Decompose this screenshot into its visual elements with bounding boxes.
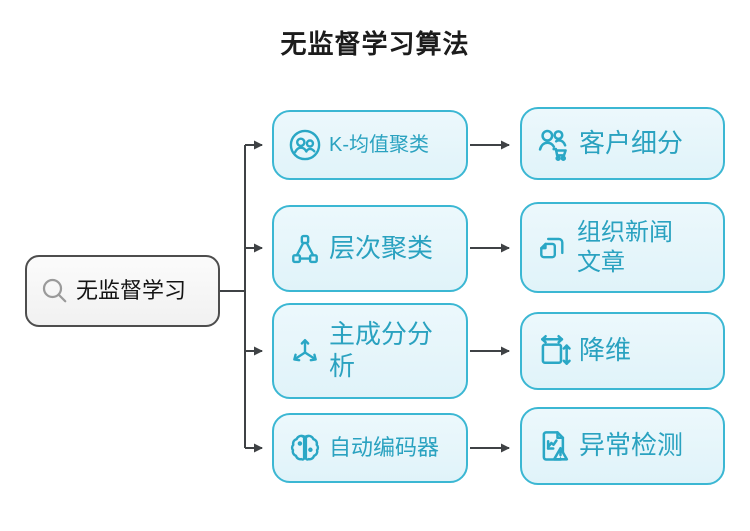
node-label: 无监督学习 [76,277,187,303]
node-hierarchical-clustering: 层次聚类 [272,205,468,292]
brain-circuit-icon [290,434,320,461]
node-root-unsupervised-learning: 无监督学习 [25,255,220,327]
node-label: 主成分分析 [329,319,434,381]
diagram-title: 无监督学习算法 [280,29,470,59]
node-kmeans-clustering: K-均值聚类 [272,110,468,180]
node-label: 组织新闻文章 [577,219,673,276]
dimension-resize-icon [541,335,571,365]
node-label: 自动编码器 [329,434,440,460]
node-organize-news-articles: 组织新闻文章 [520,202,725,293]
stacked-articles-icon [540,237,564,258]
search-icon [42,278,67,303]
node-principal-component-analysis: 主成分分析 [272,303,468,399]
node-autoencoder: 自动编码器 [272,413,468,483]
node-customer-segmentation: 客户细分 [520,107,725,180]
node-label: K-均值聚类 [329,133,429,156]
hierarchy-tree-icon [292,234,318,263]
anomaly-report-icon [542,431,569,461]
node-dimensionality-reduction: 降维 [520,312,725,390]
node-label: 降维 [579,335,632,366]
node-label: 层次聚类 [329,232,434,263]
node-label: 客户细分 [579,127,684,158]
pca-axes-icon [293,339,317,362]
kmeans-cluster-icon [289,129,321,161]
customer-segmentation-icon [538,129,567,161]
node-anomaly-detection: 异常检测 [520,407,725,485]
node-label: 异常检测 [579,430,684,461]
